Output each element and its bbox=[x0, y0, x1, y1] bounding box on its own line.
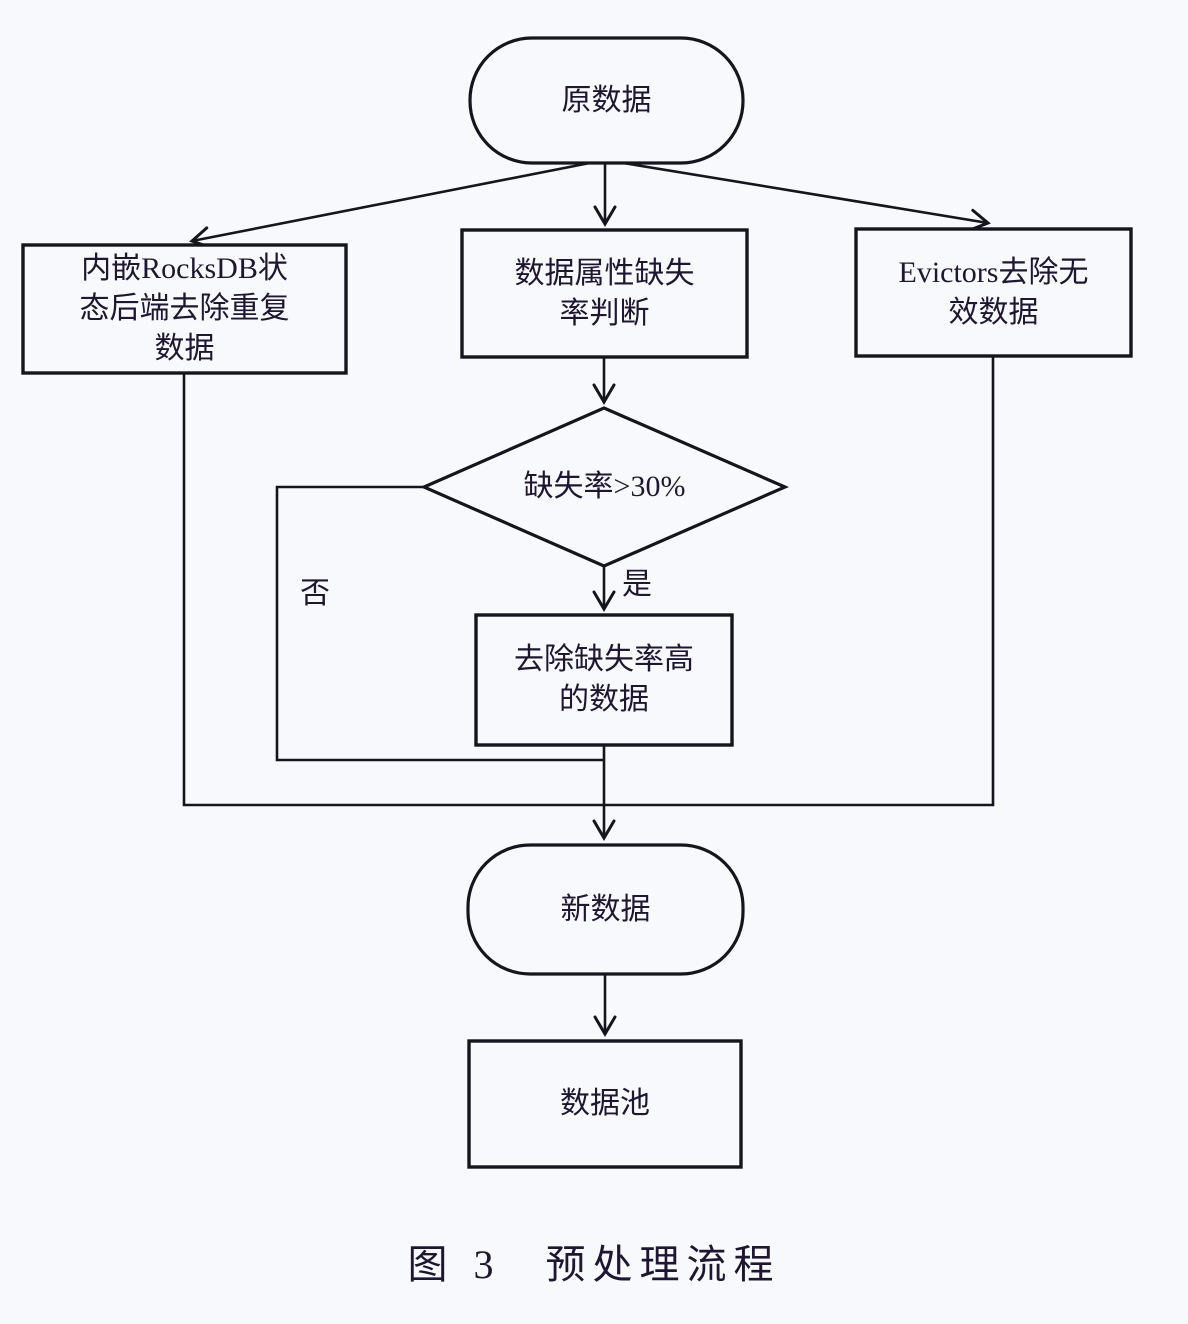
figure-caption-title: 预处理流程 bbox=[545, 1242, 781, 1287]
source-terminator-shape bbox=[468, 36, 745, 165]
evictors-process-shape bbox=[854, 227, 1133, 358]
edge-side-merge-bus bbox=[182, 356, 995, 807]
remove-high-process-shape bbox=[474, 613, 734, 747]
figure-caption: 图 3 预处理流程 bbox=[0, 1232, 1188, 1290]
data-pool-process-shape bbox=[467, 1039, 743, 1169]
dedup-process-shape bbox=[21, 243, 348, 375]
edge-source-to-dedup bbox=[189, 158, 606, 250]
edge-decision-no bbox=[275, 485, 604, 762]
figure-caption-number: 图 3 bbox=[407, 1242, 502, 1287]
decision-diamond-shape bbox=[420, 406, 789, 568]
newdata-terminator-shape bbox=[466, 843, 745, 976]
edge-source-to-evictors bbox=[604, 158, 991, 232]
missing-rate-process-shape bbox=[460, 228, 749, 359]
